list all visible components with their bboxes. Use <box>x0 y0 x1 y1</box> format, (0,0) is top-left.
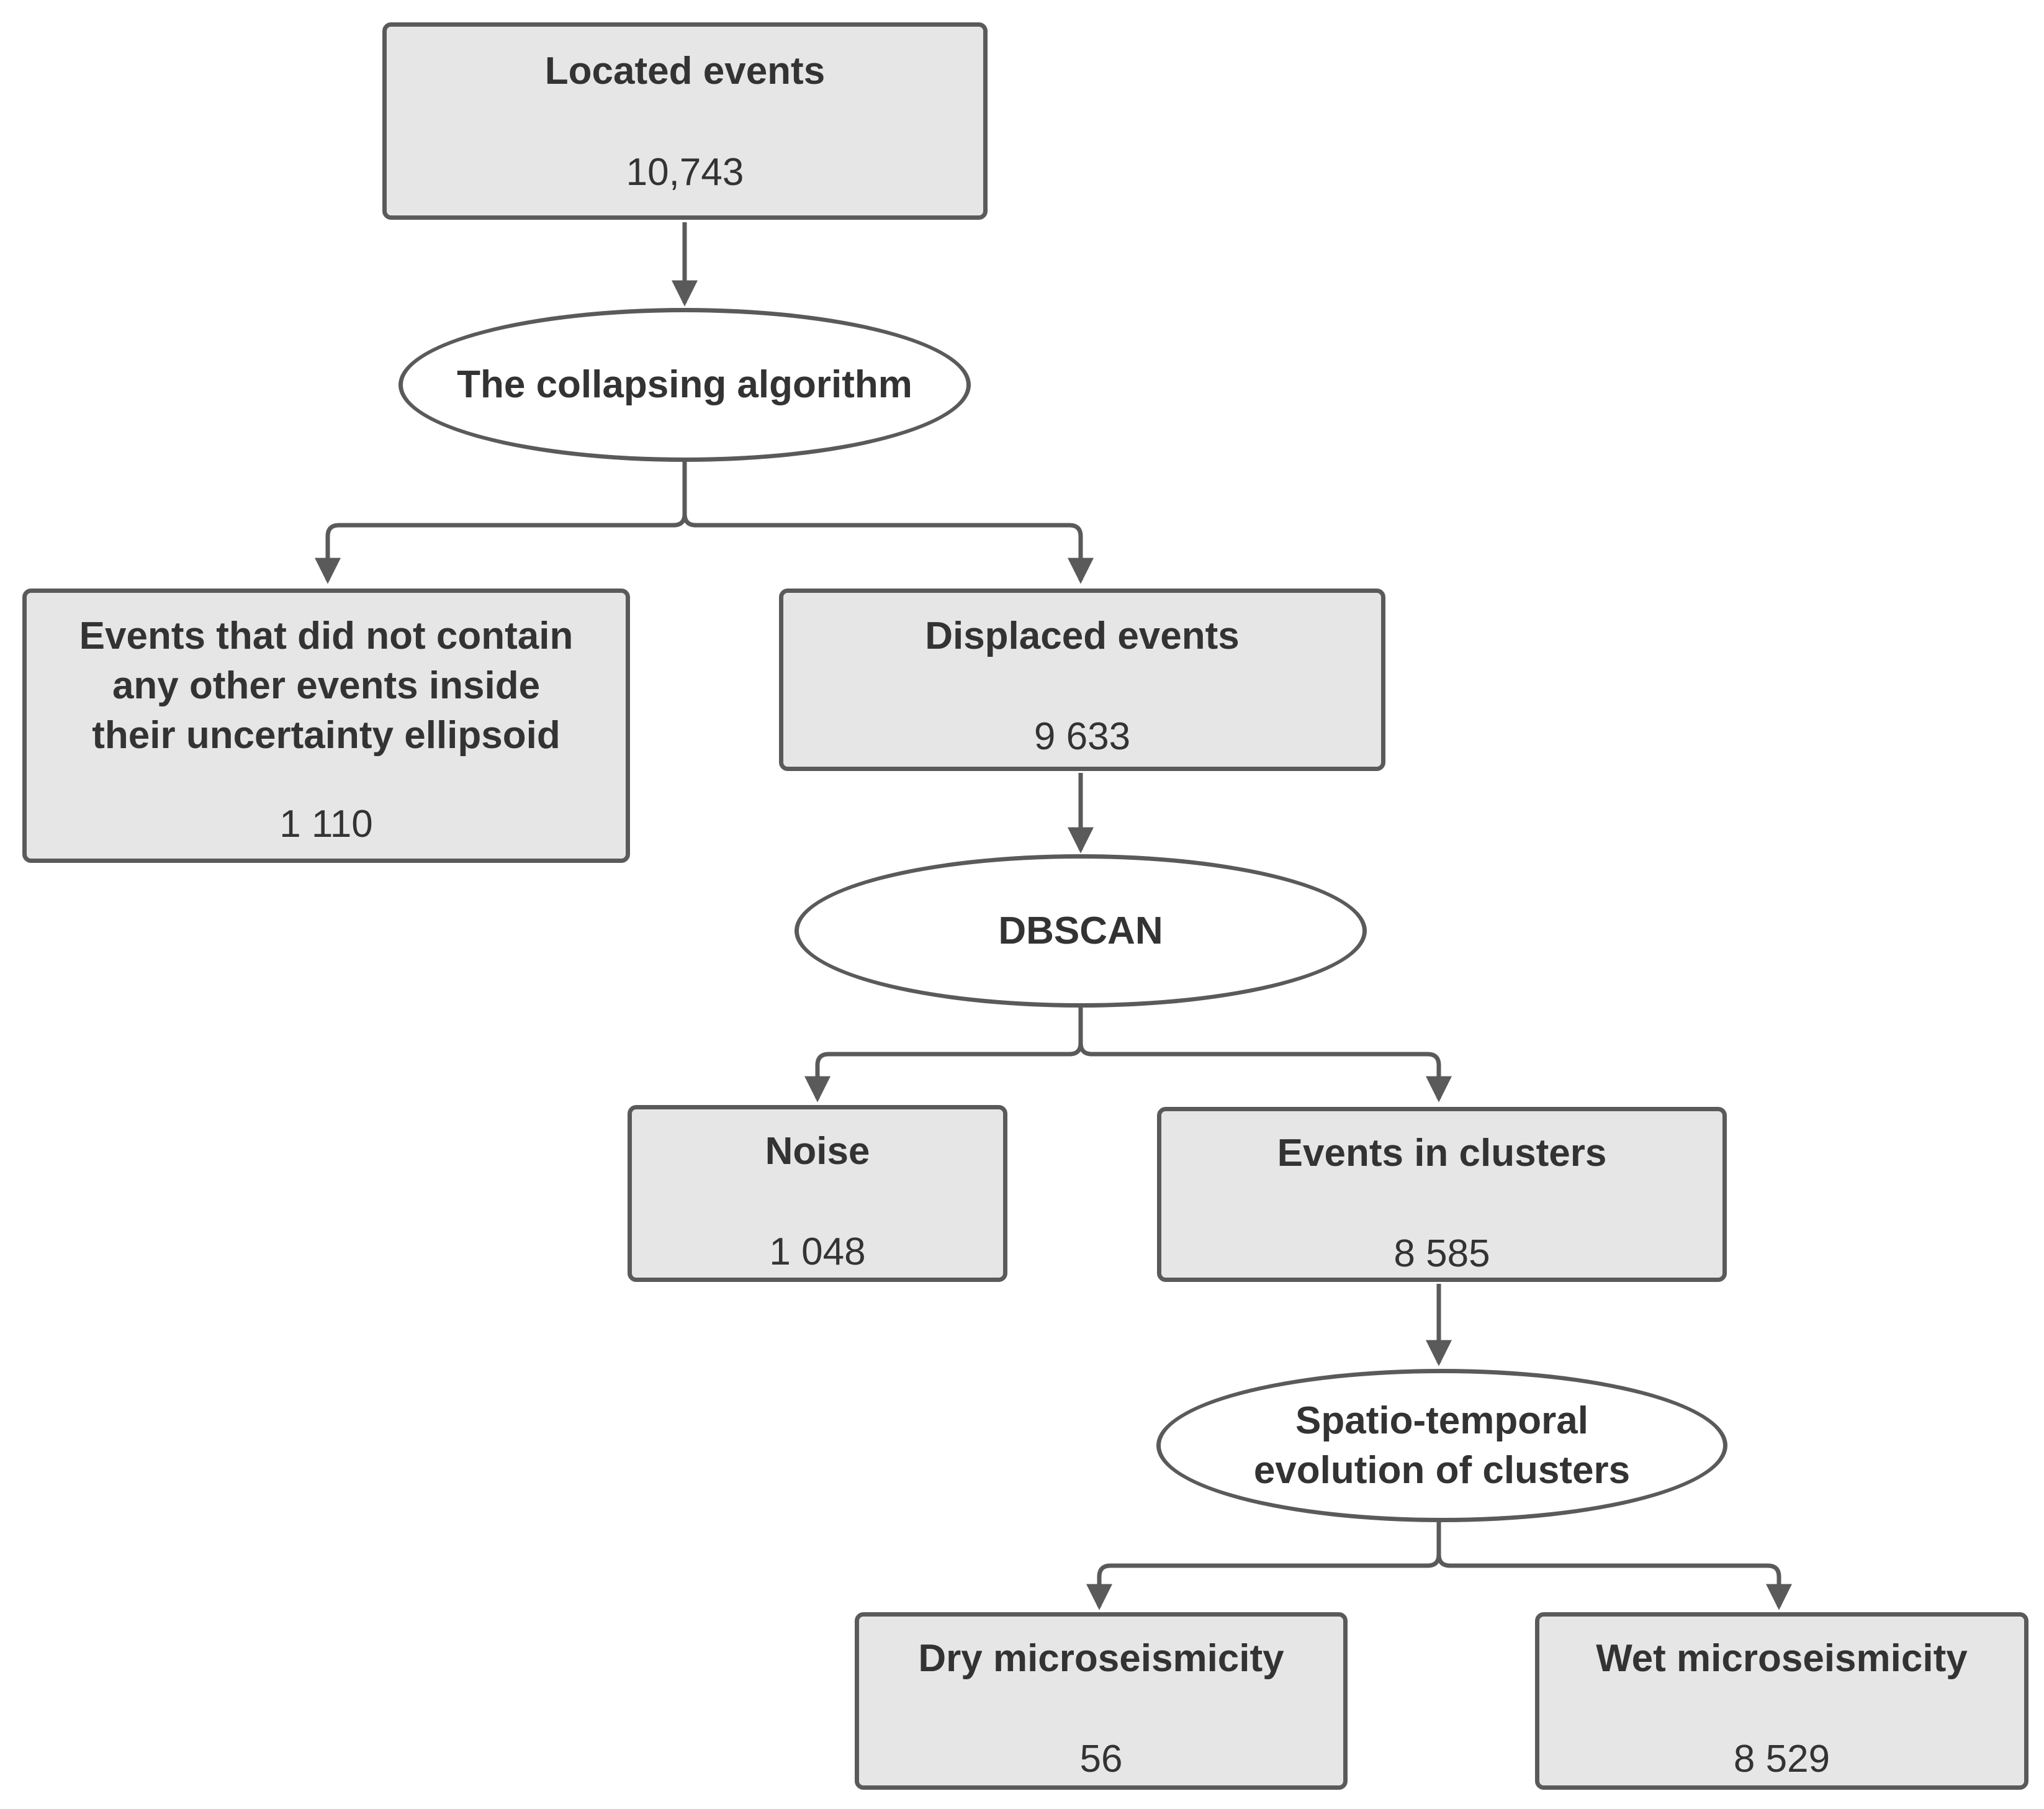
dbscan-label: DBSCAN <box>998 909 1163 952</box>
spatio-temporal-ellipse: Spatio-temporal evolution of clusters <box>1156 1369 1727 1522</box>
wet-microseismicity-count: 8 529 <box>1733 1738 1830 1780</box>
displaced-events-title: Displaced events <box>925 615 1240 657</box>
dbscan-ellipse: DBSCAN <box>795 854 1367 1008</box>
events-in-clusters-box: Events in clusters 8 585 <box>1157 1107 1727 1282</box>
no-other-events-box: Events that did not contain any other ev… <box>22 589 630 863</box>
located-events-count: 10,743 <box>626 151 744 194</box>
events-in-clusters-count: 8 585 <box>1393 1232 1490 1275</box>
no-other-events-title: Events that did not contain any other ev… <box>27 611 626 760</box>
displaced-events-count: 9 633 <box>1033 715 1131 758</box>
collapsing-algorithm-ellipse: The collapsing algorithm <box>398 308 971 462</box>
spatio-temporal-label: Spatio-temporal evolution of clusters <box>1254 1396 1630 1495</box>
collapsing-algorithm-label: The collapsing algorithm <box>457 363 912 406</box>
arrow-spatio-temporal-to-dry <box>1086 1522 1441 1610</box>
spatio-temporal-label-line-2: evolution of clusters <box>1253 1448 1631 1492</box>
wet-microseismicity-title: Wet microseismicity <box>1596 1637 1968 1680</box>
spatio-temporal-label-line-1: Spatio-temporal <box>1295 1399 1588 1442</box>
no-other-events-title-line-2: any other events inside <box>112 664 541 707</box>
arrow-dbscan-to-events-in-clusters <box>1078 1042 1452 1103</box>
noise-title: Noise <box>765 1130 870 1173</box>
dry-microseismicity-title: Dry microseismicity <box>918 1637 1284 1680</box>
arrow-dbscan-to-noise <box>804 1008 1083 1103</box>
wet-microseismicity-box: Wet microseismicity 8 529 <box>1535 1612 2028 1790</box>
events-in-clusters-title: Events in clusters <box>1277 1132 1607 1175</box>
no-other-events-title-line-1: Events that did not contain <box>79 615 574 657</box>
dry-microseismicity-count: 56 <box>1079 1738 1123 1780</box>
arrow-collapsing-to-displaced <box>682 513 1094 584</box>
noise-box: Noise 1 048 <box>628 1105 1007 1282</box>
dry-microseismicity-box: Dry microseismicity 56 <box>855 1612 1348 1790</box>
noise-count: 1 048 <box>769 1230 866 1273</box>
located-events-title: Located events <box>544 50 826 92</box>
arrow-collapsing-to-no-other-events <box>315 462 687 584</box>
no-other-events-count: 1 110 <box>279 803 373 846</box>
no-other-events-title-line-3: their uncertainty ellipsoid <box>92 714 561 757</box>
located-events-box: Located events 10,743 <box>382 22 988 220</box>
displaced-events-box: Displaced events 9 633 <box>779 589 1385 771</box>
arrow-spatio-temporal-to-wet <box>1436 1554 1792 1610</box>
